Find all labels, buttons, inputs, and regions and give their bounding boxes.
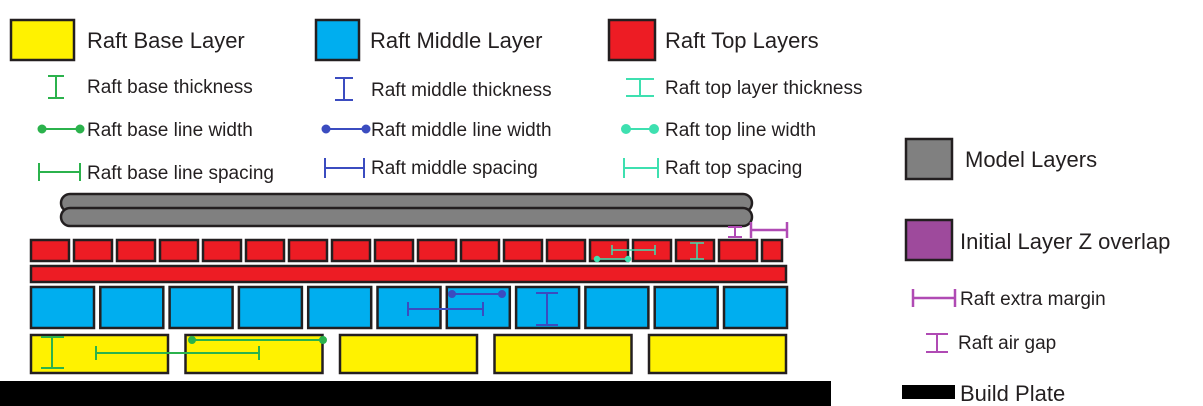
top-thickness-marker [690, 242, 704, 260]
raft-top-line-segment [717, 238, 759, 263]
label-raft-extra-margin: Raft extra margin [960, 289, 1106, 310]
raft-base-line-segment [338, 333, 479, 375]
raft-top-line-segment [545, 238, 587, 263]
dumbbell-icon [321, 124, 371, 134]
label-model-layers: Model Layers [965, 147, 1097, 172]
label-raft-top-spacing: Raft top spacing [665, 158, 802, 179]
raft-base-line-segment [647, 333, 788, 375]
build-plate [0, 381, 831, 406]
swatch-model-layers [904, 137, 954, 181]
label-raft-middle-layer: Raft Middle Layer [370, 28, 542, 53]
model-layers [59, 192, 754, 228]
raft-middle-line-segment [722, 285, 789, 330]
label-raft-base-layer: Raft Base Layer [87, 28, 245, 53]
bracket-line-icon [38, 163, 81, 181]
base-spacing-marker [95, 346, 260, 360]
raft-top-line-segment [760, 238, 784, 263]
label-raft-base-line-spacing: Raft base line spacing [87, 163, 274, 184]
label-raft-middle-line-width: Raft middle line width [371, 120, 552, 141]
swatch-raft-middle-layer [314, 18, 361, 62]
middle-thickness-marker [536, 292, 558, 326]
raft-top-line-segment [459, 238, 501, 263]
label-initial-layer-z-overlap: Initial Layer Z overlap [960, 229, 1170, 254]
middle-line-width-marker [448, 290, 506, 298]
label-raft-base-line-width: Raft base line width [87, 120, 253, 141]
raft-middle-line-segment [29, 285, 96, 330]
raft-top-layer-solid [29, 264, 788, 284]
label-raft-top-layer-thickness: Raft top layer thickness [665, 78, 862, 99]
raft-middle-line-segment [237, 285, 304, 330]
dumbbell-icon [37, 124, 85, 134]
bracket-line-icon [324, 158, 365, 178]
raft-top-line-segment [201, 238, 243, 263]
raft-middle-line-segment [306, 285, 373, 330]
raft-top-line-segment [287, 238, 329, 263]
swatch-build-plate [902, 385, 955, 399]
swatch-initial-layer-z-overlap [904, 218, 954, 262]
label-raft-top-line-width: Raft top line width [665, 120, 816, 141]
raft-air-gap-marker [728, 226, 742, 238]
raft-top-layer-segmented [29, 238, 784, 263]
raft-top-line-segment [244, 238, 286, 263]
swatch-raft-base-layer [9, 18, 76, 62]
bracket-line-icon [911, 289, 957, 307]
middle-spacing-marker [407, 302, 484, 316]
top-line-width-marker [593, 255, 632, 263]
model-layer-bar [59, 206, 754, 228]
raft-top-line-segment [416, 238, 458, 263]
top-spacing-marker [611, 245, 656, 255]
raft-middle-line-segment [99, 285, 165, 330]
label-build-plate: Build Plate [960, 381, 1065, 406]
raft-middle-line-segment [168, 285, 234, 330]
raft-middle-line-segment [584, 285, 650, 330]
i-beam-icon [626, 78, 654, 97]
raft-top-line-segment [330, 238, 372, 263]
i-beam-icon [48, 75, 64, 99]
swatch-raft-top-layers [607, 18, 657, 62]
label-raft-middle-thickness: Raft middle thickness [371, 80, 552, 101]
raft-top-line-segment [674, 238, 716, 263]
raft-top-line-segment [502, 238, 544, 263]
label-raft-air-gap: Raft air gap [958, 333, 1056, 354]
raft-middle-line-segment [653, 285, 719, 330]
raft-top-line-segment [72, 238, 114, 263]
label-raft-middle-spacing: Raft middle spacing [371, 158, 538, 179]
label-raft-base-thickness: Raft base thickness [87, 77, 253, 98]
raft-base-line-segment [493, 333, 633, 375]
bracket-line-icon [623, 158, 659, 178]
raft-top-line-segment [29, 238, 71, 263]
raft-top-line-segment [115, 238, 157, 263]
dumbbell-icon [621, 124, 659, 134]
i-beam-icon [335, 77, 353, 101]
raft-top-line-segment [373, 238, 415, 263]
i-beam-icon [926, 333, 948, 353]
base-thickness-marker [41, 336, 64, 369]
raft-top-line-segment [158, 238, 200, 263]
label-raft-top-layers: Raft Top Layers [665, 28, 819, 53]
base-line-width-marker [188, 336, 327, 344]
raft-extra-margin-marker [749, 222, 789, 238]
